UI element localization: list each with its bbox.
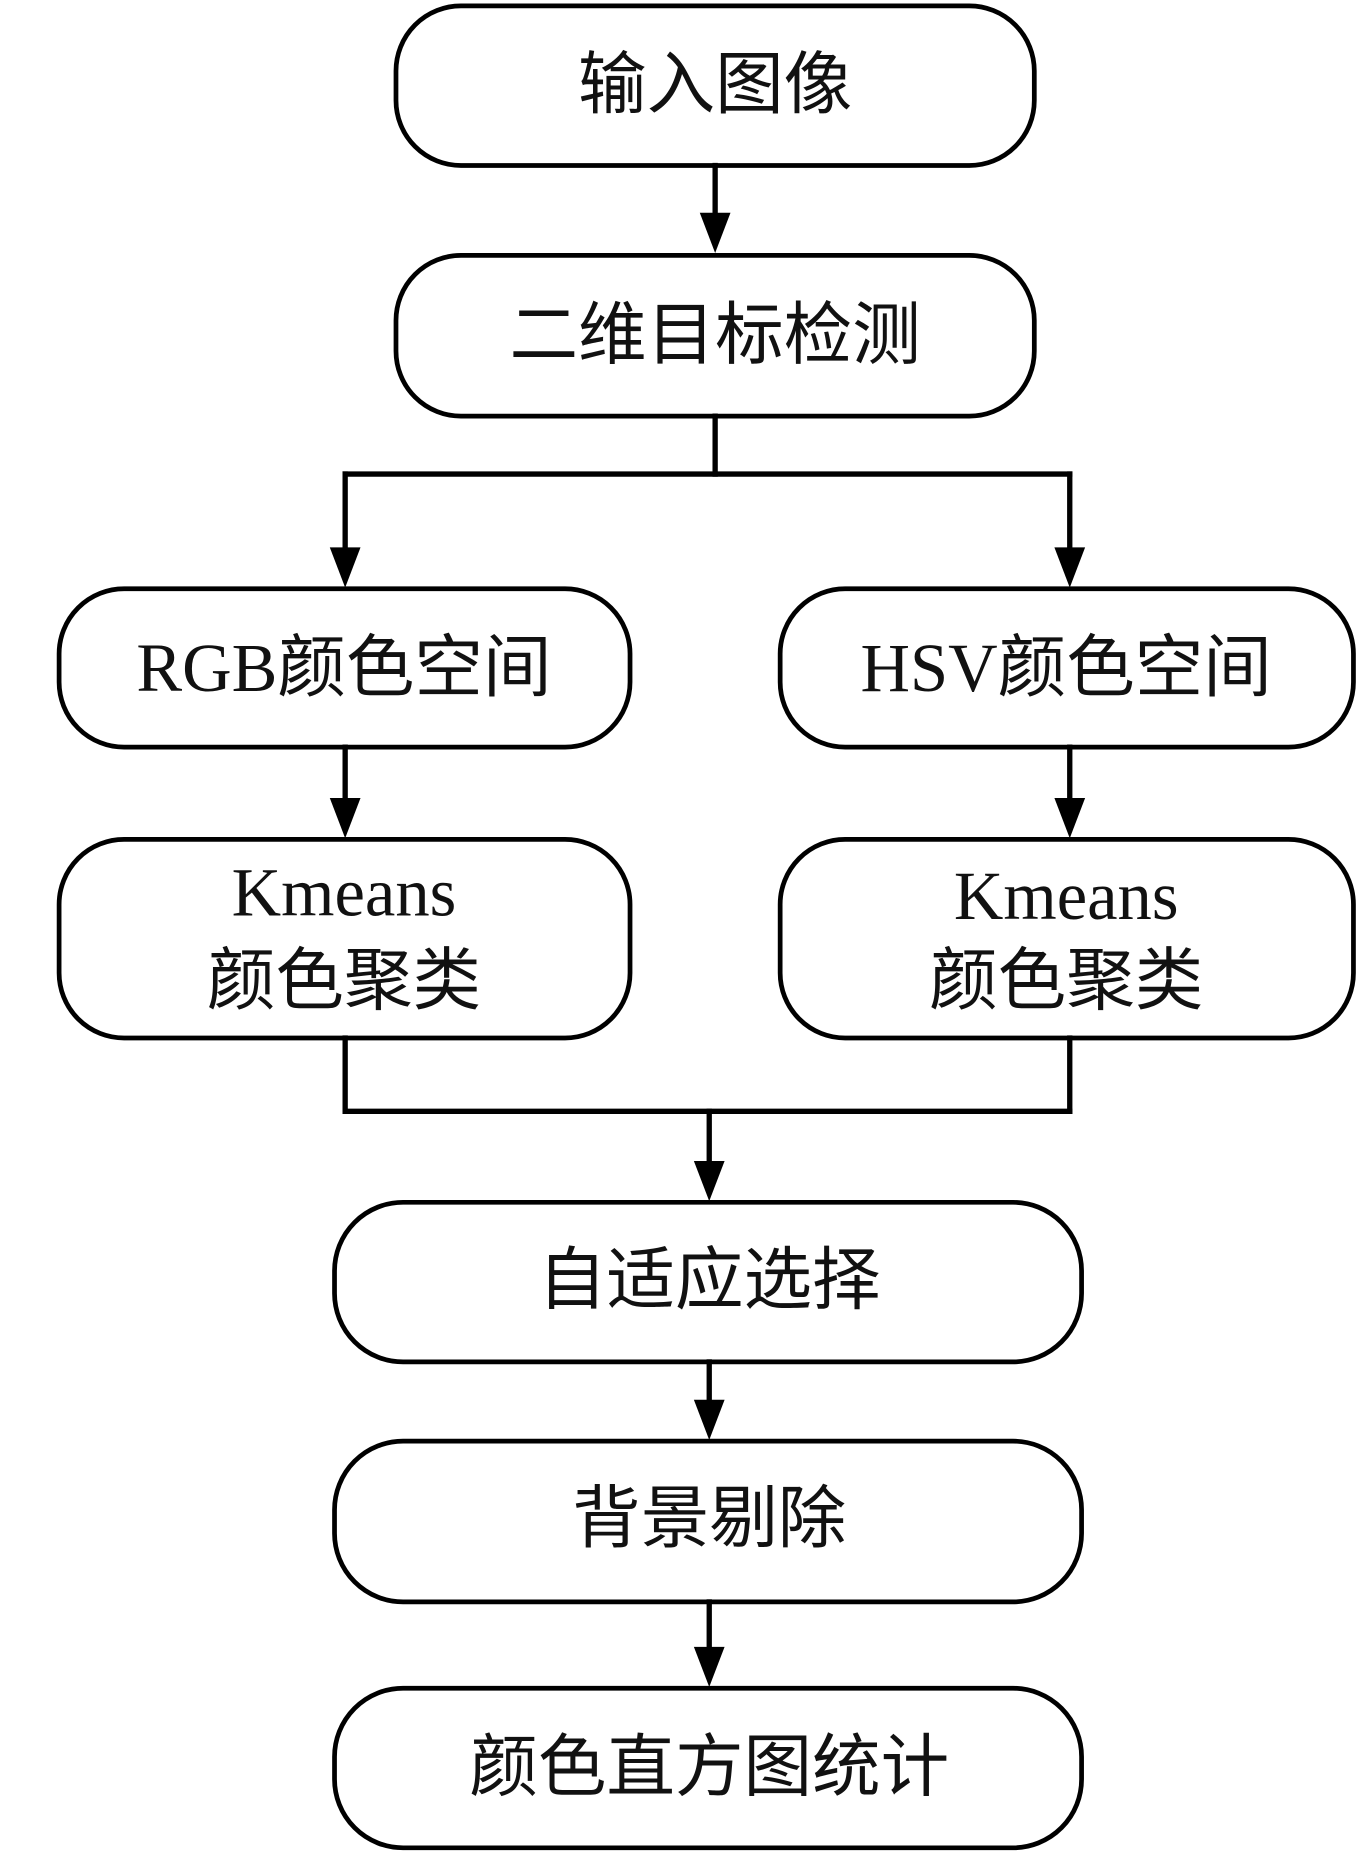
node-label-line1: Kmeans	[232, 855, 457, 931]
node-color-histogram: 颜色直方图统计	[332, 1685, 1084, 1851]
node-label: 输入图像	[578, 47, 852, 123]
node-label: 自适应选择	[538, 1242, 881, 1318]
node-rgb-space: RGB颜色空间	[56, 586, 633, 750]
arrow-merge-to-adaptive	[693, 1108, 725, 1202]
node-label: 背景剔除	[572, 1481, 846, 1557]
node-bg-removal: 背景剔除	[332, 1438, 1084, 1605]
node-label: RGB颜色空间	[136, 630, 551, 706]
node-label: 二维目标检测	[510, 298, 921, 374]
node-box	[777, 837, 1356, 1041]
node-label: HSV颜色空间	[861, 630, 1272, 706]
node-kmeans-rgb: Kmeans 颜色聚类	[56, 837, 633, 1041]
node-kmeans-hsv: Kmeans 颜色聚类	[777, 837, 1356, 1041]
node-hsv-space: HSV颜色空间	[777, 586, 1356, 750]
node-input-image: 输入图像	[393, 3, 1037, 168]
merge-connector	[342, 1035, 1073, 1114]
arrow-split-to-hsv	[1054, 471, 1086, 588]
arrowhead	[699, 212, 731, 253]
node-detection-2d: 二维目标检测	[393, 252, 1037, 419]
arrow-rgb-to-kmeans	[329, 744, 361, 839]
node-label-line2: 颜色聚类	[207, 943, 481, 1019]
arrowhead	[693, 1399, 725, 1440]
arrowhead	[329, 798, 361, 839]
node-box	[332, 1685, 1084, 1851]
node-adaptive-select: 自适应选择	[332, 1199, 1084, 1365]
arrowhead	[329, 547, 361, 588]
arrow-input-to-detection	[699, 162, 731, 253]
node-label: 颜色直方图统计	[469, 1729, 949, 1805]
arrowhead	[1054, 798, 1086, 839]
arrow-hsv-to-kmeans	[1054, 744, 1086, 839]
arrowhead	[693, 1646, 725, 1688]
arrow-bg-removal-to-histogram	[693, 1599, 725, 1688]
node-box	[777, 586, 1356, 750]
arrowhead	[693, 1160, 725, 1202]
arrow-adaptive-to-bg-removal	[693, 1359, 725, 1440]
arrowhead	[1054, 547, 1086, 588]
node-label-line2: 颜色聚类	[929, 943, 1203, 1019]
arrow-split-to-rgb	[329, 471, 361, 588]
node-label-line1: Kmeans	[954, 858, 1179, 934]
split-connector	[342, 413, 1073, 477]
